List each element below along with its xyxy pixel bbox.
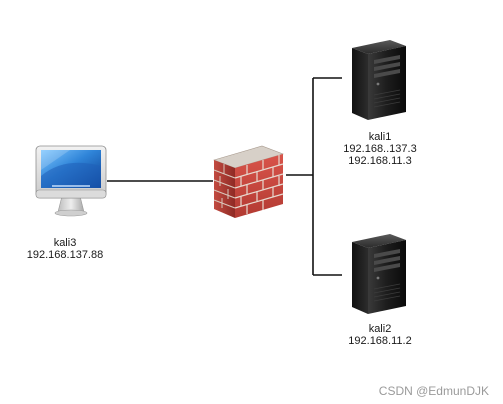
kali3-label: kali3 192.168.137.88 [10,237,120,261]
imac-monitor-icon[interactable] [35,145,107,217]
watermark: CSDN @EdmunDJK [378,384,489,398]
kali3-name: kali3 [53,237,77,249]
server-tower-icon[interactable] [352,40,406,120]
server-tower-icon[interactable] [352,234,406,314]
kali2-ip: 192.168.11.2 [348,335,412,347]
kali2-label: kali2 192.168.11.2 [330,323,430,347]
kali2-name: kali2 [368,323,392,335]
kali1-ip-2: 192.168.11.3 [348,155,412,167]
connection-lines [107,77,342,276]
kali1-name: kali1 [368,131,392,143]
kali3-ip: 192.168.137.88 [26,249,104,261]
kali1-ip-1: 192.168..137.3 [343,143,417,155]
kali1-label: kali1 192.168..137.3 192.168.11.3 [330,131,430,167]
brick-firewall-icon[interactable] [213,145,284,218]
